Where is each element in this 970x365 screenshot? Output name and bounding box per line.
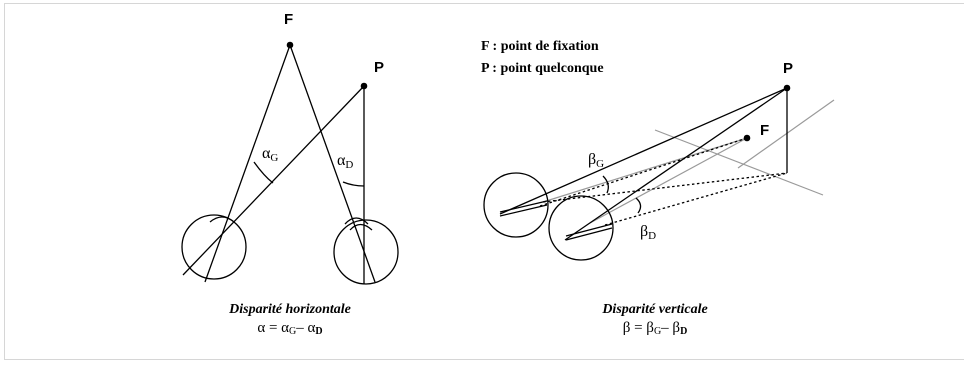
right-eye-projection [604, 172, 788, 226]
right-point-f-label: F [760, 122, 769, 139]
right-diagram [483, 87, 835, 261]
right-point-p-label: P [783, 60, 793, 77]
fixation-plane-line [737, 99, 835, 169]
horizon-line [654, 129, 824, 196]
left-eye-to-p-line [182, 85, 365, 276]
left-eye-to-f-line [204, 44, 291, 283]
right-eye-ray-1 [565, 223, 613, 237]
left-formula: α = αG– αD [257, 320, 322, 337]
right-eye-to-f-gray [589, 137, 748, 224]
right-caption-title: Disparité verticale [601, 302, 707, 317]
right-eye-to-p-line-v [564, 87, 788, 241]
right-right-eye-circle [548, 195, 614, 261]
alpha-g-label: αG [262, 145, 278, 164]
beta-d-arc [635, 197, 642, 214]
right-eye-ray-2 [565, 227, 613, 241]
right-eye-circle [333, 219, 399, 285]
right-left-eye-circle [483, 172, 549, 238]
left-eye-to-p-line-v [499, 87, 788, 215]
left-eye-projection [542, 172, 788, 203]
beta-d-label: βD [640, 223, 656, 242]
right-eye-arc-inner [349, 223, 373, 231]
right-point-p-dot [783, 84, 791, 92]
left-eye-ray-1 [499, 200, 548, 213]
alpha-g-arc [253, 161, 274, 184]
left-eye-circle [181, 214, 247, 280]
left-eye-ray-2 [499, 204, 548, 217]
figure-frame [4, 3, 964, 360]
left-eye-to-f-dotted [539, 137, 748, 207]
left-caption-title: Disparité horizontale [228, 302, 351, 317]
alpha-d-arc [342, 181, 365, 187]
left-point-p-label: P [374, 59, 384, 76]
right-formula: β = βG– βD [623, 320, 688, 337]
legend-generic: P : point quelconque [481, 61, 604, 76]
right-eye-to-f-line [289, 44, 376, 283]
alpha-d-label: αD [337, 152, 353, 171]
left-point-f-label: F [284, 11, 293, 28]
left-point-f-dot [286, 41, 294, 49]
left-point-p-dot [360, 82, 368, 90]
left-eye-arc [209, 216, 235, 223]
right-eye-arc [344, 217, 369, 225]
right-point-f-dot [743, 134, 751, 142]
legend-fixation: F : point de fixation [481, 39, 599, 54]
beta-g-label: βG [588, 151, 604, 170]
left-diagram [181, 44, 399, 285]
